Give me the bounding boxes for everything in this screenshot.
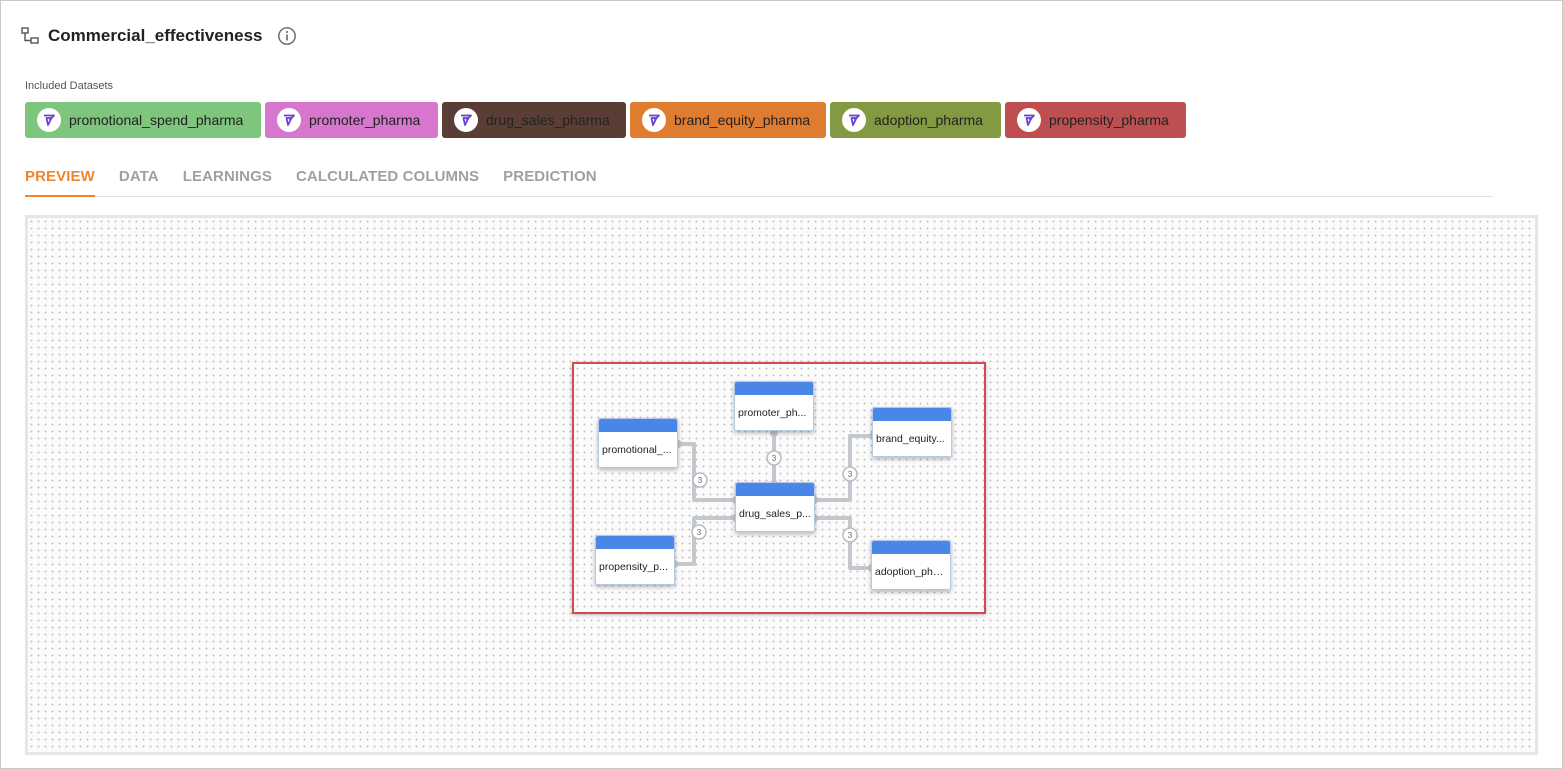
node-promotional-spend[interactable]: promotional_...	[598, 418, 678, 468]
dataset-chip-promotional-spend[interactable]: promotional_spend_pharma	[25, 102, 261, 138]
tab-data[interactable]: DATA	[118, 168, 159, 185]
dataset-chip-label: drug_sales_pharma	[486, 112, 610, 128]
svg-text:3: 3	[848, 531, 853, 540]
node-drug-sales[interactable]: drug_sales_p...	[735, 482, 815, 532]
node-propensity[interactable]: propensity_p...	[595, 535, 675, 585]
selection-box	[572, 362, 986, 614]
included-datasets-label: Included Datasets	[25, 80, 114, 92]
tab-preview[interactable]: PREVIEW	[25, 160, 95, 197]
dataset-icon	[1017, 108, 1041, 132]
info-icon[interactable]	[277, 26, 297, 46]
dataset-chip-label: adoption_pharma	[874, 112, 983, 128]
node-promoter[interactable]: promoter_ph...	[734, 381, 814, 431]
dataset-chip-propensity[interactable]: propensity_pharma	[1005, 102, 1186, 138]
link-badge-promotional: 3	[692, 472, 708, 488]
dataset-icon	[642, 108, 666, 132]
tab-calculated-columns[interactable]: CALCULATED COLUMNS	[295, 168, 480, 185]
link-badge-propensity: 3	[691, 524, 707, 540]
node-label: drug_sales_p...	[739, 508, 811, 520]
svg-text:3: 3	[698, 476, 703, 485]
dataset-chip-label: promotional_spend_pharma	[69, 112, 244, 128]
node-label: promoter_ph...	[738, 407, 807, 419]
link-badge-brand: 3	[842, 466, 858, 482]
model-canvas[interactable]: 3 3 3 3 3 promotional_... promoter_ph...…	[25, 215, 1538, 755]
node-header-bar	[596, 536, 674, 549]
svg-text:3: 3	[772, 454, 777, 463]
tab-learnings[interactable]: LEARNINGS	[182, 168, 272, 185]
data-model-icon	[21, 27, 39, 44]
svg-text:3: 3	[697, 528, 702, 537]
dataset-chip-promoter[interactable]: promoter_pharma	[265, 102, 438, 138]
node-label: propensity_p...	[599, 561, 668, 573]
dataset-icon	[37, 108, 61, 132]
node-header-bar	[599, 419, 677, 432]
page-title: Commercial_effectiveness	[48, 26, 263, 45]
dataset-icon	[277, 108, 301, 132]
link-promotional-drug	[676, 442, 738, 502]
dataset-icon	[454, 108, 478, 132]
page-header: Commercial_effectiveness	[20, 22, 297, 50]
link-badge-adoption: 3	[842, 527, 858, 543]
node-header-bar	[735, 382, 813, 395]
tab-bar: PREVIEW DATA LEARNINGS CALCULATED COLUMN…	[25, 160, 1493, 197]
node-header-bar	[873, 408, 951, 421]
link-adoption-drug	[812, 516, 874, 570]
dataset-chip-label: promoter_pharma	[309, 112, 421, 128]
node-label: adoption_pha...	[875, 566, 948, 578]
svg-text:3: 3	[848, 470, 853, 479]
dataset-chip-list: promotional_spend_pharma promoter_pharma…	[25, 102, 1186, 138]
node-label: promotional_...	[602, 444, 672, 456]
dataset-chip-brand-equity[interactable]: brand_equity_pharma	[630, 102, 826, 138]
dataset-chip-drug-sales[interactable]: drug_sales_pharma	[442, 102, 626, 138]
dataset-chip-adoption[interactable]: adoption_pharma	[830, 102, 1001, 138]
link-badge-promoter: 3	[766, 450, 782, 466]
node-header-bar	[872, 541, 950, 554]
dataset-chip-label: propensity_pharma	[1049, 112, 1169, 128]
dataset-chip-label: brand_equity_pharma	[674, 112, 811, 128]
link-propensity-drug	[672, 516, 738, 566]
node-adoption[interactable]: adoption_pha...	[871, 540, 951, 590]
link-badges: 3 3 3 3 3	[691, 450, 858, 543]
node-label: brand_equity...	[876, 433, 945, 445]
tab-prediction[interactable]: PREDICTION	[503, 168, 597, 185]
node-brand-equity[interactable]: brand_equity...	[872, 407, 952, 457]
dataset-icon	[842, 108, 866, 132]
node-header-bar	[736, 483, 814, 496]
